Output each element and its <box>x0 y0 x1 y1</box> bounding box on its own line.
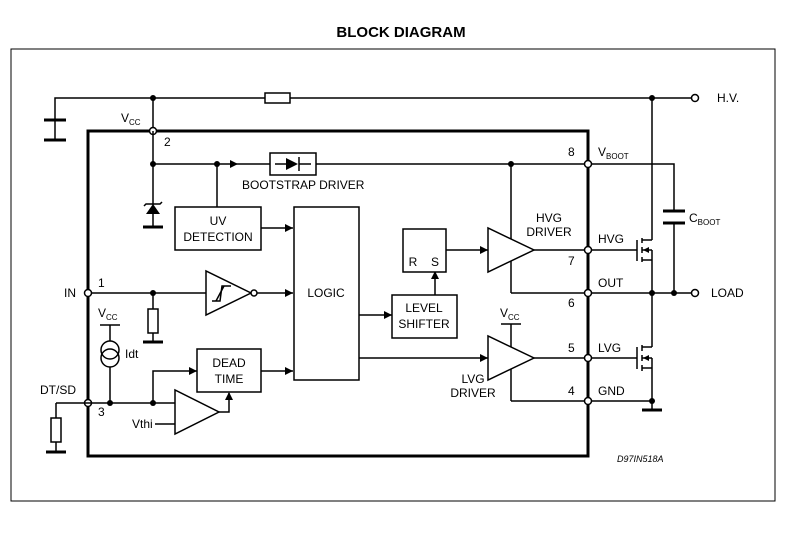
outer-frame <box>10 48 776 502</box>
uv-detection-line-1: UV <box>210 214 227 228</box>
hv-resistor <box>264 92 291 104</box>
vthi-label: Vthi <box>132 417 153 431</box>
in-pulldown-resistor <box>147 308 159 334</box>
dt-resistor <box>50 417 62 443</box>
gnd-pin-terminal <box>583 396 593 406</box>
level-shifter-line-1: LEVEL <box>405 301 443 315</box>
comparator-icon <box>174 388 221 436</box>
pin-5-number: 5 <box>568 341 575 355</box>
vcc-idt-label: VCC <box>98 306 118 322</box>
pin-1-number: 1 <box>98 276 105 290</box>
dead-time-line-1: DEAD <box>212 356 246 370</box>
document-code: D97IN518A <box>617 454 664 464</box>
load-label: LOAD <box>711 286 744 300</box>
logic-block <box>293 206 360 381</box>
out-pin-terminal <box>583 288 593 298</box>
latch-s-label: S <box>431 255 439 269</box>
in-label: IN <box>64 286 76 300</box>
hv-rail <box>54 92 700 120</box>
hvg-pin-terminal <box>583 245 593 255</box>
low-side-mosfet-icon <box>591 345 653 371</box>
pin-2-number: 2 <box>164 135 171 149</box>
hv-label: H.V. <box>717 91 739 105</box>
in-pin-terminal <box>83 288 93 298</box>
diagram-title: BLOCK DIAGRAM <box>336 24 465 41</box>
pin-6-number: 6 <box>568 296 575 310</box>
lvg-label: LVG <box>598 341 621 355</box>
latch-r-label: R <box>409 255 418 269</box>
dead-time-line-2: TIME <box>215 372 244 386</box>
zener-diode-icon <box>143 201 163 229</box>
uv-detection-line-2: DETECTION <box>183 230 252 244</box>
cboot-label: CBOOT <box>689 211 720 227</box>
vboot-label: VBOOT <box>598 145 629 161</box>
hvg-driver-line-1: HVG <box>536 211 562 225</box>
current-source-icon <box>100 340 120 368</box>
hv-terminal <box>690 93 700 103</box>
out-label: OUT <box>598 276 624 290</box>
vcc-lvg-label: VCC <box>500 306 520 322</box>
uv-detection-block <box>174 206 262 251</box>
vboot-pin-terminal <box>583 159 593 169</box>
level-shifter-line-2: SHIFTER <box>398 317 450 331</box>
lvg-driver-line-1: LVG <box>461 372 484 386</box>
pin-3-number: 3 <box>98 405 105 419</box>
high-side-mosfet-icon <box>591 238 653 262</box>
cboot-capacitor-icon <box>663 209 685 225</box>
gnd-label: GND <box>598 384 625 398</box>
supply-capacitor <box>44 118 66 142</box>
pin-7-number: 7 <box>568 254 575 268</box>
lvg-driver-line-2: DRIVER <box>450 386 496 400</box>
pin-4-number: 4 <box>568 384 575 398</box>
pin-8-number: 8 <box>568 145 575 159</box>
bootstrap-driver-label: BOOTSTRAP DRIVER <box>242 178 365 192</box>
vcc-main-label: VCC <box>121 111 141 127</box>
hvg-driver-line-2: DRIVER <box>526 225 572 239</box>
hvg-label: HVG <box>598 232 624 246</box>
idt-label: Idt <box>125 347 139 361</box>
level-shifter-block <box>391 294 458 339</box>
load-terminal <box>690 288 700 298</box>
bootstrap-line <box>153 159 593 169</box>
lvg-pin-terminal <box>583 353 593 363</box>
logic-label: LOGIC <box>307 286 345 300</box>
bootstrap-diode-icon <box>269 152 317 176</box>
schmitt-trigger-icon <box>205 269 258 317</box>
dt-sd-label: DT/SD <box>40 383 76 397</box>
